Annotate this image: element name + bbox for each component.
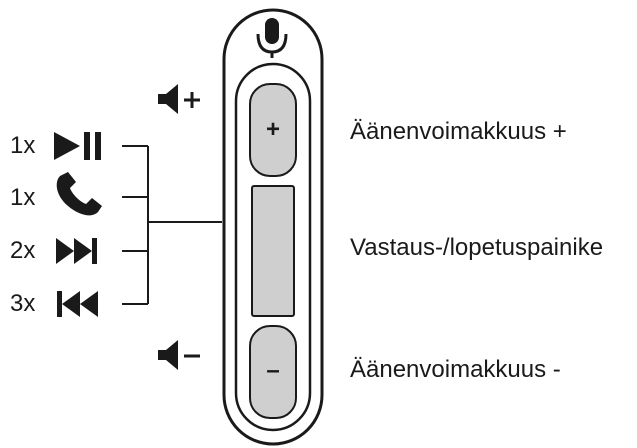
volume-up-glyph: + [265,116,280,143]
next-track-icon [56,238,97,264]
label-volume-down: Äänenvoimakkuus - [350,356,561,383]
speaker-plus-icon [158,84,200,114]
speaker-minus-icon [158,340,200,370]
label-volume-up: Äänenvoimakkuus + [350,118,567,145]
volume-down-button [249,325,297,419]
bracket-connector [122,145,222,305]
previous-track-icon [57,291,98,317]
answer-end-button [251,185,295,317]
microphone-icon [256,18,288,58]
volume-up-button [249,83,297,177]
volume-down-glyph: – [266,357,280,384]
play-pause-icon [54,132,101,160]
press-count-play-pause: 1x [10,132,36,159]
phone-icon [56,172,102,216]
press-count-previous: 3x [10,290,36,317]
press-count-answer: 1x [10,184,36,211]
press-count-next: 2x [10,237,36,264]
label-answer-end: Vastaus-/lopetuspainike [350,234,604,261]
